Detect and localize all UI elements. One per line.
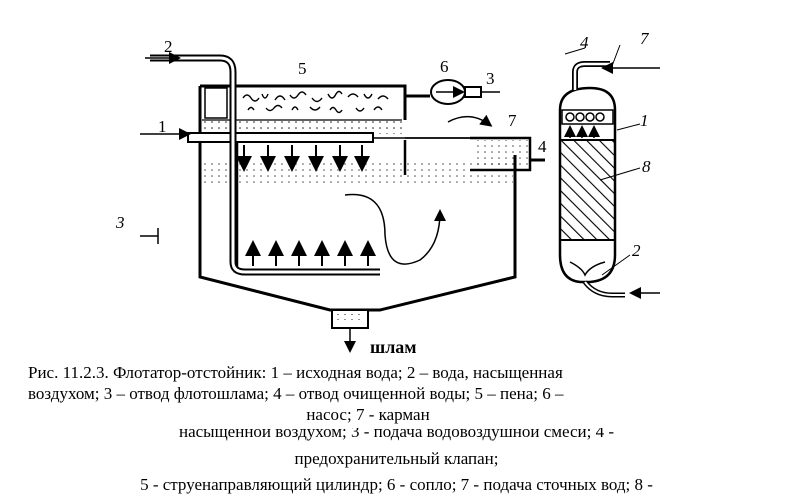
foam (242, 90, 389, 114)
figure-caption: Рис. 11.2.3. Флотатор-отстойник: 1 – исх… (28, 362, 708, 425)
upflow-arrows (245, 240, 376, 266)
sludge-label: шлам (370, 337, 417, 357)
pressure-vessel (558, 44, 660, 299)
label-3-drain: 3 (115, 213, 125, 232)
overlap-text-line-3: 5 - струенаправляющий цилиндр; 6 - сопло… (140, 475, 653, 494)
label-4: 4 (538, 137, 547, 156)
label-3-pump: 3 (486, 69, 495, 88)
caption-line-1: Рис. 11.2.3. Флотатор-отстойник: 1 – исх… (28, 363, 563, 382)
nozzle-label-8: 8 (642, 157, 651, 176)
label-7: 7 (508, 111, 517, 130)
inlet-label-7: 7 (640, 29, 650, 48)
label-2: 2 (164, 37, 173, 56)
downflow-arrows (236, 145, 370, 172)
overlap-text-line-2: предохранительный клапан; (294, 449, 499, 468)
label-6: 6 (440, 57, 449, 76)
caption-line-2: воздухом; 3 – отвод флотошлама; 4 – отво… (28, 384, 564, 403)
label-5: 5 (298, 59, 307, 78)
caption-line-3: насос; 7 - карман (306, 405, 430, 424)
inlet-label-2: 2 (632, 241, 641, 260)
body-label-1: 1 (640, 111, 649, 130)
overlap-text-line-1: насыщенной воздухом; 3 - подача водовозд… (0, 428, 793, 442)
flotator-tank (140, 52, 545, 353)
overlap-text-line-1-inner: насыщенной воздухом; 3 - подача водовозд… (178, 428, 615, 441)
label-1: 1 (158, 117, 167, 136)
flotator-settler-diagram: 2 1 3 5 6 3 7 4 шлам (115, 29, 660, 357)
valve-label-4: 4 (580, 33, 589, 52)
